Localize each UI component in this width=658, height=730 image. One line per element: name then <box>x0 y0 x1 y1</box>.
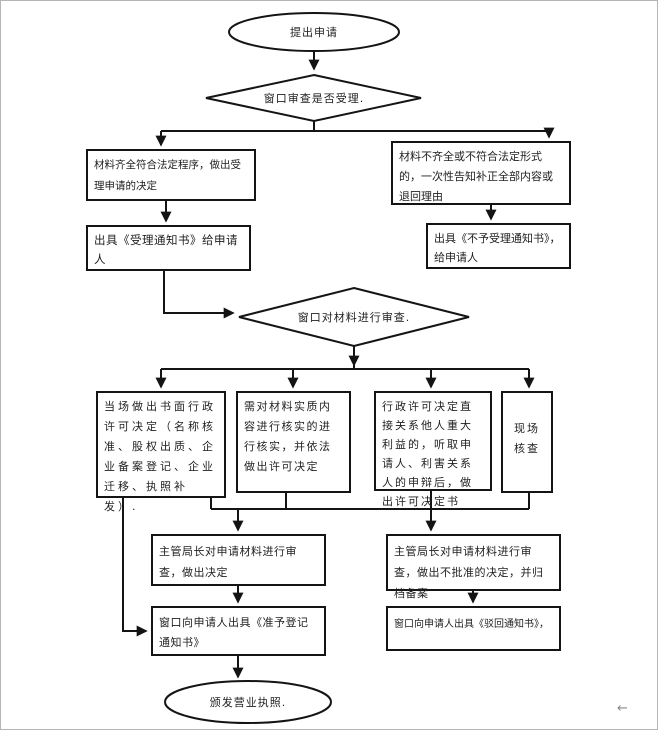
end-ellipse <box>164 680 332 724</box>
decision-review-label: 窗口对材料进行审查. <box>297 311 411 324</box>
connector-notice-decision2 <box>163 271 235 319</box>
node-non-acceptance-notice: 出具《不予受理通知书》，给申请人 <box>426 223 571 269</box>
node-substance-verification: 需对材料实质内容进行核实的进行核实，并依法做出许可决定 <box>236 391 351 493</box>
node-site-inspection: 现场核查 <box>501 391 553 493</box>
node-interested-party-hearing: 行政许可决定直接关系他人重大利益的，听取申请人、利害关系人的申辩后，做出许可决定… <box>374 391 492 508</box>
connector-onsite-bypass <box>122 498 148 637</box>
return-mark: ← <box>617 701 628 716</box>
start-node-label: 提出申请 <box>290 26 338 39</box>
distribution-line <box>161 365 529 370</box>
node-director-review-approve: 主管局长对申请材料进行审查，做出决定 <box>151 534 326 586</box>
node-director-review-reject: 主管局长对申请材料进行审查，做出不批准的决定，并归档备案 <box>386 534 561 600</box>
node-materials-complete: 材料齐全符合法定程序，做出受理申请的决定 <box>86 149 256 201</box>
node-materials-incomplete: 材料不齐全或不符合法定形式的，一次性告知补正全部内容或退回理由 <box>391 141 571 205</box>
node-rejection-notice: 窗口向申请人出具《驳回通知书》， <box>386 606 561 651</box>
node-onsite-written-decision: 当场做出书面行政许可决定（名称核准、股权出质、企业备案登记、企业迁移、执照补发）… <box>96 391 226 513</box>
node-acceptance-notice: 出具《受理通知书》给申请人 <box>86 225 251 271</box>
connector-decision1-split <box>161 121 549 132</box>
end-node-label: 颁发营业执照. <box>209 696 287 709</box>
collector-feeders <box>210 491 530 509</box>
node-grant-registration-notice: 窗口向申请人出具《准予登记通知书》 <box>151 606 326 656</box>
decision-intake-label: 窗口审查是否受理. <box>263 92 365 105</box>
